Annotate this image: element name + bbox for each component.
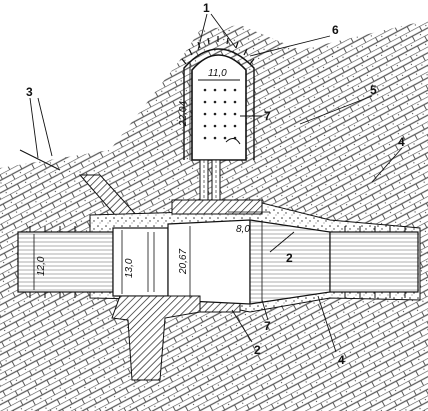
callout-4-right: 4 (398, 135, 405, 149)
dimension-labels: 11,0 22,04 12,0 13,0 20,67 8,0 (36, 68, 250, 278)
upper-chamber (181, 36, 255, 161)
main-tunnel (17, 219, 419, 305)
dim-tunnel-mid: 13,0 (124, 258, 135, 278)
callout-5: 5 (370, 83, 377, 97)
dim-chamber-width: 11,0 (208, 68, 227, 79)
callout-4-lower: 4 (338, 353, 345, 367)
dim-tunnel-chamber: 20,67 (178, 249, 189, 275)
callout-3: 3 (26, 85, 33, 99)
dim-tunnel-left: 12,0 (36, 256, 47, 276)
dim-shaft-height: 22,04 (178, 101, 189, 127)
callout-labels: 1 2 2 3 4 4 5 6 7 7 (26, 1, 405, 367)
callout-2-lower: 2 (254, 343, 261, 357)
callout-2-upper: 2 (286, 251, 293, 265)
dimension-lines (33, 62, 270, 298)
leader-lines (29, 13, 403, 353)
dim-transition: 8,0 (236, 224, 250, 235)
foundation (111, 295, 201, 381)
callout-1: 1 (203, 1, 210, 15)
callout-7-lower: 7 (264, 319, 271, 333)
callout-6: 6 (332, 23, 339, 37)
callout-7-upper: 7 (264, 109, 271, 123)
